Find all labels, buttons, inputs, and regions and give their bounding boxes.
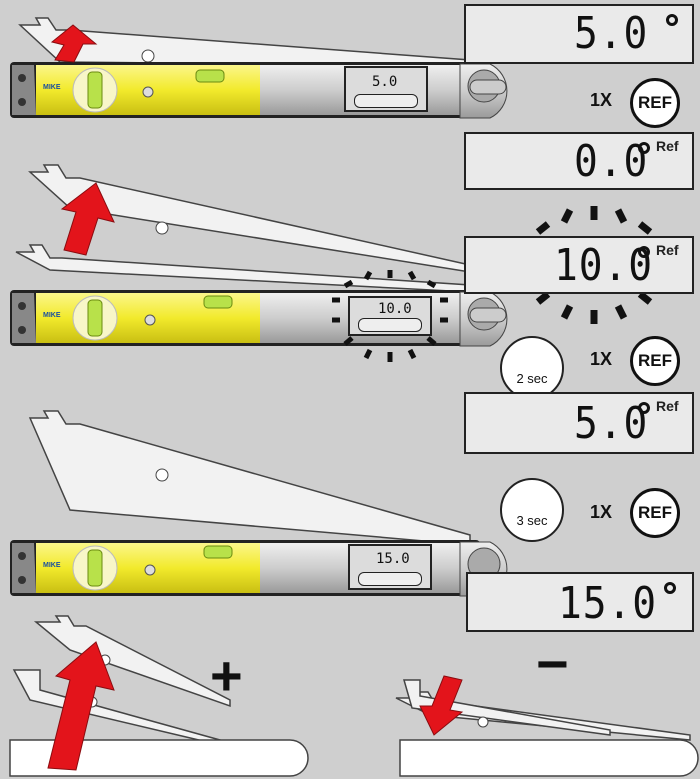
tool-body-3 — [10, 540, 508, 597]
ref-indicator-2: Ref — [656, 138, 679, 154]
bottom-right-diagram — [395, 679, 699, 777]
display-panel-5: 15.0 — [466, 572, 694, 632]
timer-2-sec: 2 sec — [500, 336, 564, 400]
brand-logo-2: MIKE — [43, 312, 61, 319]
ref-button-1[interactable]: REF — [630, 78, 680, 128]
arm-3 — [28, 410, 471, 546]
arm-2-upper — [28, 164, 471, 273]
plus-sign: + — [210, 644, 243, 707]
display-value-3: 10.0 — [554, 240, 653, 291]
arrow-up-2 — [60, 182, 115, 256]
brand-logo-1: MIKE — [43, 84, 61, 91]
tool-lcd-3: 15.0 — [348, 544, 432, 590]
arrow-up-1 — [50, 24, 98, 63]
tool-body-1 — [10, 62, 508, 119]
blink-marks-tool-2 — [332, 270, 448, 362]
display-panel-1: 5.0 — [464, 4, 694, 64]
tool-lcd-buttons-3 — [358, 572, 422, 586]
tool-lcd-2: 10.0 — [348, 296, 432, 336]
display-value-1: 5.0 — [574, 8, 649, 59]
bottom-left-diagram — [9, 615, 309, 777]
tool-lcd-buttons-2 — [358, 318, 422, 332]
red-arrows — [47, 24, 464, 771]
display-panel-2: 0.0 Ref — [464, 132, 694, 190]
timer-label-4: 3 sec — [516, 513, 548, 528]
tool-lcd-value-3: 15.0 — [376, 551, 410, 567]
display-value-4: 5.0 — [574, 398, 649, 449]
ref-indicator-3: Ref — [656, 242, 679, 258]
ref-button-3[interactable]: REF — [630, 336, 680, 386]
degree-icon — [664, 582, 676, 594]
timer-label-2: 2 sec — [516, 371, 548, 386]
display-value-2: 0.0 — [574, 136, 649, 187]
tool-lcd-buttons-1 — [354, 94, 418, 108]
degree-icon — [638, 402, 650, 414]
arrow-up-plus — [47, 641, 115, 771]
ref-button-4[interactable]: REF — [630, 488, 680, 538]
degree-icon — [638, 142, 650, 154]
tool-lcd-value-2: 10.0 — [378, 301, 412, 317]
display-panel-4: 5.0 Ref — [464, 392, 694, 454]
ref-indicator-4: Ref — [656, 398, 679, 414]
tool-lcd-value-1: 5.0 — [372, 74, 398, 90]
tool-body-2 — [10, 290, 508, 347]
tool-lcd-1: 5.0 — [344, 66, 428, 112]
degree-icon — [666, 14, 678, 26]
press-count-1: 1X — [590, 90, 613, 110]
press-count-3: 1X — [590, 349, 613, 369]
arrow-down-minus — [419, 675, 464, 736]
display-panel-3: 10.0 Ref — [464, 236, 694, 294]
brand-logo-3: MIKE — [43, 562, 61, 569]
timer-3-sec: 3 sec — [500, 478, 564, 542]
minus-sign: − — [536, 632, 569, 695]
display-value-5: 15.0 — [558, 578, 657, 629]
arm-2-lower — [15, 244, 471, 293]
press-count-4: 1X — [590, 502, 613, 522]
degree-icon — [638, 246, 650, 258]
